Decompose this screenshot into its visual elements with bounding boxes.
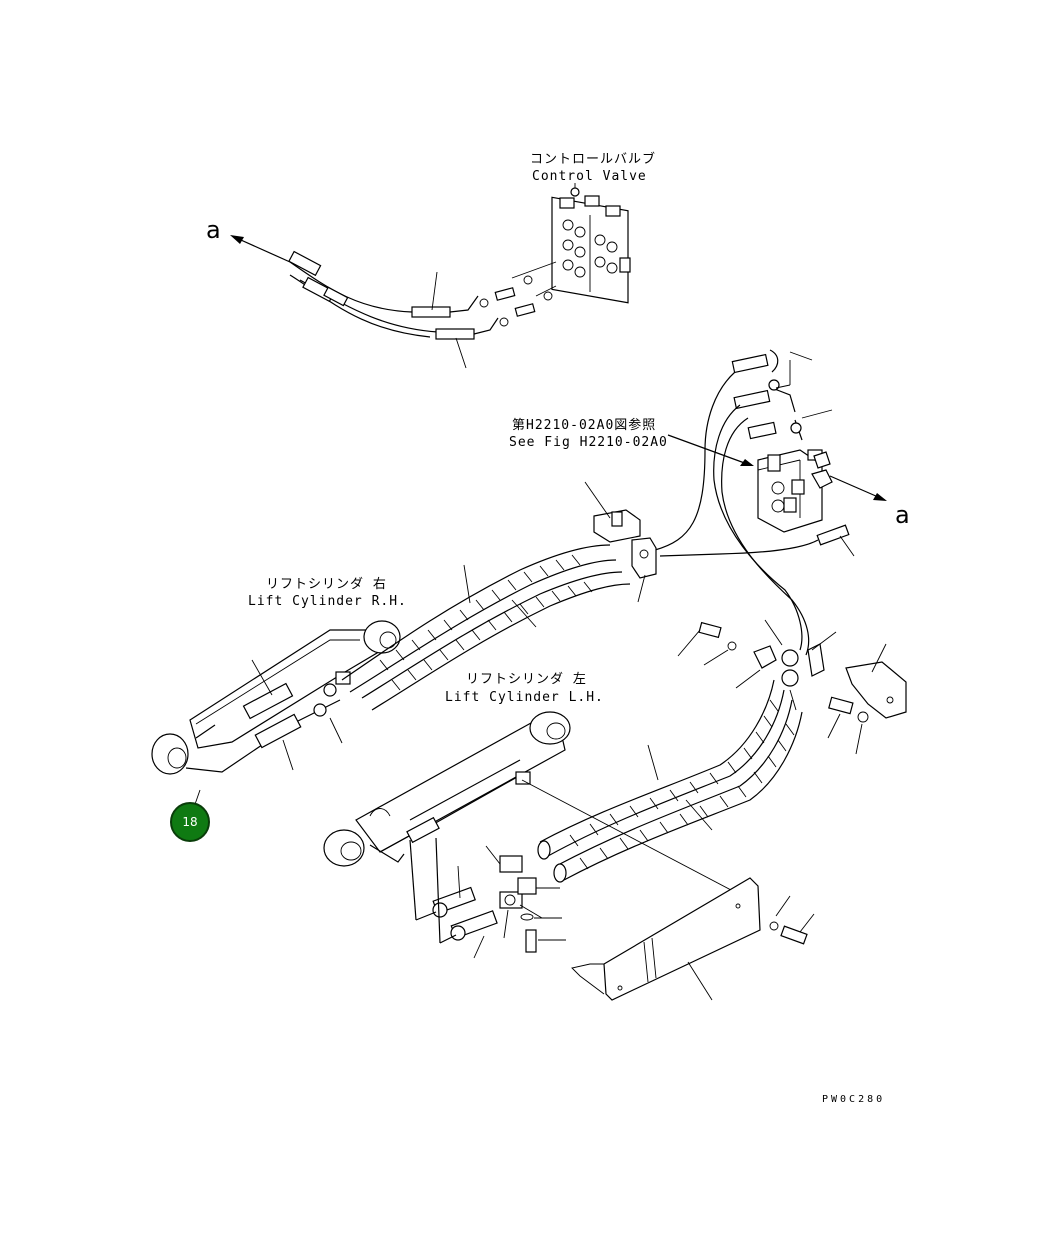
bolts-lower <box>409 837 566 959</box>
hose-clamp-center <box>584 481 657 603</box>
control-valve-label-en: Control Valve <box>532 169 647 184</box>
control-valve-label-jp: コントロールバルブ <box>530 151 656 167</box>
arrow-a-left <box>230 235 291 263</box>
wrapped-hoses-lh <box>537 679 803 883</box>
cover-plate <box>571 877 815 1001</box>
lift-cylinder-lh <box>323 711 751 901</box>
control-valve <box>551 183 631 304</box>
wrapped-hoses-rh <box>341 544 631 711</box>
tee-fittings <box>677 619 907 755</box>
hose-clips-right <box>811 451 833 489</box>
lift-cylinder-rh <box>151 620 401 811</box>
connector-a-right: a <box>895 501 910 529</box>
see-fig-label-en: See Fig H2210-02A0 <box>509 435 668 450</box>
lift-cylinder-lh-label-en: Lift Cylinder L.H. <box>445 690 604 705</box>
hoses-right <box>654 349 855 656</box>
lift-cylinder-rh-label-en: Lift Cylinder R.H. <box>248 594 407 609</box>
callout-18[interactable]: 18 <box>170 802 210 842</box>
hoses-top <box>288 250 557 369</box>
lift-cylinder-lh-label-jp: リフトシリンダ 左 <box>466 672 587 687</box>
connector-a-left: a <box>206 216 221 244</box>
valve-block <box>667 434 823 533</box>
arrow-a-right <box>829 475 887 501</box>
lift-cylinder-rh-label-jp: リフトシリンダ 右 <box>266 577 387 592</box>
see-fig-label-jp: 第H2210-02A0図参照 <box>512 417 656 433</box>
drawing-code: PW0C280 <box>822 1094 885 1105</box>
